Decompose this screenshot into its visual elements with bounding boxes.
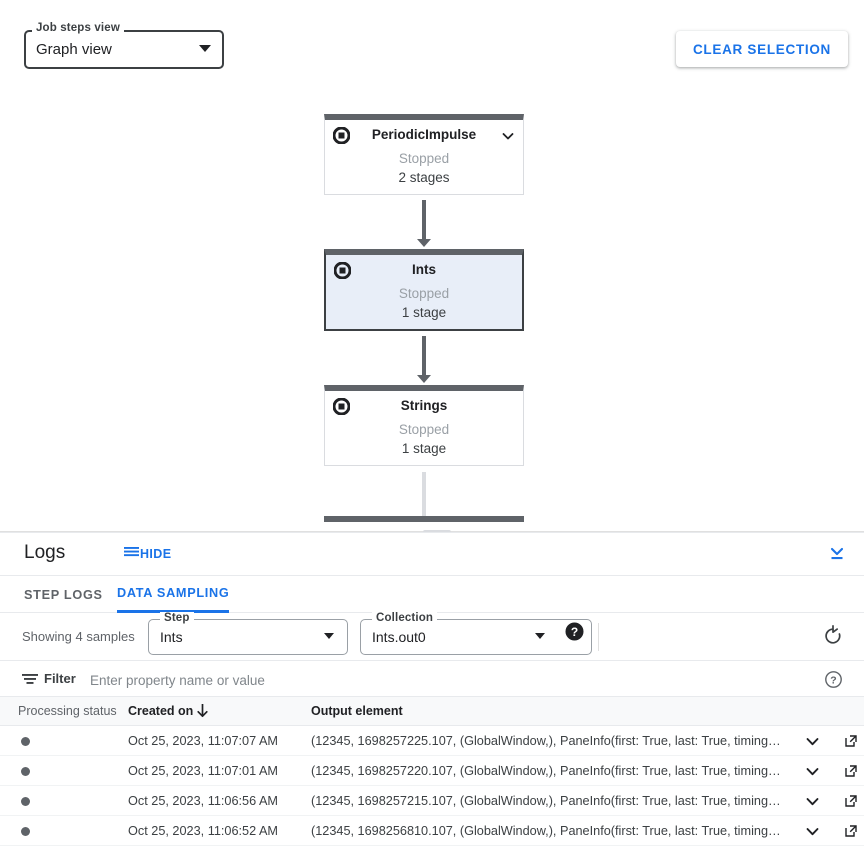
- node-header: PeriodicImpulse: [325, 120, 523, 150]
- graph-toolbar: Job steps view Graph view CLEAR SELECTIO…: [0, 0, 864, 96]
- node-stages: 1 stage: [401, 305, 447, 320]
- chevron-down-icon: [324, 633, 334, 639]
- graph-node-strings[interactable]: Strings Stopped 1 stage: [324, 385, 524, 466]
- graph-edge-1: [422, 200, 426, 243]
- chevron-down-icon: [535, 633, 545, 639]
- chevron-down-icon[interactable]: [805, 765, 820, 778]
- filter-icon: [22, 672, 38, 686]
- logs-title: Logs: [24, 542, 66, 563]
- chevron-down-icon: [199, 45, 211, 52]
- job-graph-pane: Job steps view Graph view CLEAR SELECTIO…: [0, 0, 864, 531]
- filter-bar: Filter ?: [0, 661, 864, 697]
- graph-canvas[interactable]: PeriodicImpulse Stopped 2 stages: [0, 96, 864, 531]
- table-row[interactable]: Oct 25, 2023, 11:06:56 AM (12345, 169825…: [0, 786, 864, 816]
- column-header-output-element[interactable]: Output element: [311, 704, 403, 718]
- table-row[interactable]: Oct 25, 2023, 11:07:07 AM (12345, 169825…: [0, 726, 864, 756]
- hide-logs-button[interactable]: HIDE: [122, 544, 173, 564]
- column-header-processing-status[interactable]: Processing status: [18, 704, 117, 718]
- svg-text:?: ?: [571, 625, 578, 639]
- cell-output-element: (12345, 1698257220.107, (GlobalWindow,),…: [311, 764, 781, 778]
- samples-table: Processing status Created on Output elem…: [0, 697, 864, 846]
- tab-data-sampling[interactable]: DATA SAMPLING: [117, 576, 230, 613]
- graph-node-periodic-impulse[interactable]: PeriodicImpulse Stopped 2 stages: [324, 114, 524, 195]
- stop-icon: [332, 397, 351, 416]
- graph-node-partial[interactable]: [324, 516, 524, 522]
- job-steps-view-label: Job steps view: [32, 22, 124, 34]
- toolbar-divider: [598, 623, 599, 651]
- node-title: Strings: [400, 398, 448, 413]
- status-dot: [21, 767, 30, 776]
- tab-step-logs[interactable]: STEP LOGS: [24, 587, 103, 602]
- chevron-down-icon[interactable]: [805, 795, 820, 808]
- step-select-label: Step: [160, 612, 194, 624]
- chevron-down-icon[interactable]: [501, 129, 515, 143]
- filter-input[interactable]: [88, 670, 788, 690]
- graph-edge-2: [422, 336, 426, 379]
- node-title: PeriodicImpulse: [371, 127, 477, 142]
- cell-output-element: (12345, 1698257225.107, (GlobalWindow,),…: [311, 734, 781, 748]
- cell-created-on: Oct 25, 2023, 11:07:01 AM: [128, 764, 278, 778]
- collection-select[interactable]: [360, 619, 592, 655]
- node-stages: 2 stages: [398, 170, 450, 185]
- step-select[interactable]: [148, 619, 348, 655]
- cell-output-element: (12345, 1698257215.107, (GlobalWindow,),…: [311, 794, 781, 808]
- filter-label: Filter: [44, 671, 76, 686]
- menu-lines-icon: [124, 546, 139, 562]
- table-row[interactable]: Oct 25, 2023, 11:07:01 AM (12345, 169825…: [0, 756, 864, 786]
- refresh-icon[interactable]: [822, 625, 844, 647]
- open-in-new-icon[interactable]: [844, 794, 858, 808]
- help-outline-icon[interactable]: ?: [825, 671, 842, 688]
- help-icon[interactable]: ?: [565, 622, 584, 641]
- status-dot: [21, 827, 30, 836]
- collection-select-label: Collection: [372, 612, 438, 624]
- chevron-down-icon[interactable]: [805, 735, 820, 748]
- status-dot: [21, 797, 30, 806]
- open-in-new-icon[interactable]: [844, 824, 858, 838]
- logs-pane: Logs HIDE STEP LOGS DA: [0, 532, 864, 856]
- open-in-new-icon[interactable]: [844, 764, 858, 778]
- node-status: Stopped: [398, 151, 450, 166]
- job-steps-view-select[interactable]: [24, 30, 224, 69]
- graph-edge-3: [422, 472, 426, 516]
- sampling-toolbar: Showing 4 samples Step Ints Collection I…: [0, 612, 864, 661]
- hide-logs-label: HIDE: [140, 547, 172, 561]
- cell-created-on: Oct 25, 2023, 11:06:52 AM: [128, 824, 278, 838]
- chevron-down-icon[interactable]: [805, 825, 820, 838]
- graph-edge-arrow-2: [417, 375, 431, 383]
- open-in-new-icon[interactable]: [844, 734, 858, 748]
- node-header: Strings: [325, 391, 523, 421]
- node-title: Ints: [411, 262, 436, 277]
- stop-icon: [333, 261, 352, 280]
- clear-selection-button[interactable]: CLEAR SELECTION: [675, 31, 848, 67]
- table-header-row: Processing status Created on Output elem…: [0, 697, 864, 726]
- node-status: Stopped: [398, 286, 450, 301]
- collection-select-value: Ints.out0: [372, 629, 426, 645]
- cell-output-element: (12345, 1698256810.107, (GlobalWindow,),…: [311, 824, 781, 838]
- node-stages: 1 stage: [401, 441, 447, 456]
- arrow-downward-icon[interactable]: [196, 703, 209, 718]
- job-steps-view-value: Graph view: [36, 41, 112, 58]
- graph-node-ints[interactable]: Ints Stopped 1 stage: [324, 249, 524, 331]
- graph-edge-arrow-1: [417, 239, 431, 247]
- cell-created-on: Oct 25, 2023, 11:07:07 AM: [128, 734, 278, 748]
- collapse-panel-icon[interactable]: [826, 543, 848, 565]
- logs-tabs: STEP LOGS DATA SAMPLING: [0, 576, 864, 613]
- node-header: Ints: [326, 255, 522, 285]
- status-dot: [21, 737, 30, 746]
- table-row[interactable]: Oct 25, 2023, 11:06:52 AM (12345, 169825…: [0, 816, 864, 846]
- showing-samples-text: Showing 4 samples: [22, 629, 135, 644]
- cell-created-on: Oct 25, 2023, 11:06:56 AM: [128, 794, 278, 808]
- column-header-created-on[interactable]: Created on: [128, 704, 194, 718]
- svg-text:?: ?: [830, 675, 836, 687]
- node-status: Stopped: [398, 422, 450, 437]
- step-select-value: Ints: [160, 629, 183, 645]
- logs-header: Logs HIDE: [0, 533, 864, 576]
- stop-icon: [332, 126, 351, 145]
